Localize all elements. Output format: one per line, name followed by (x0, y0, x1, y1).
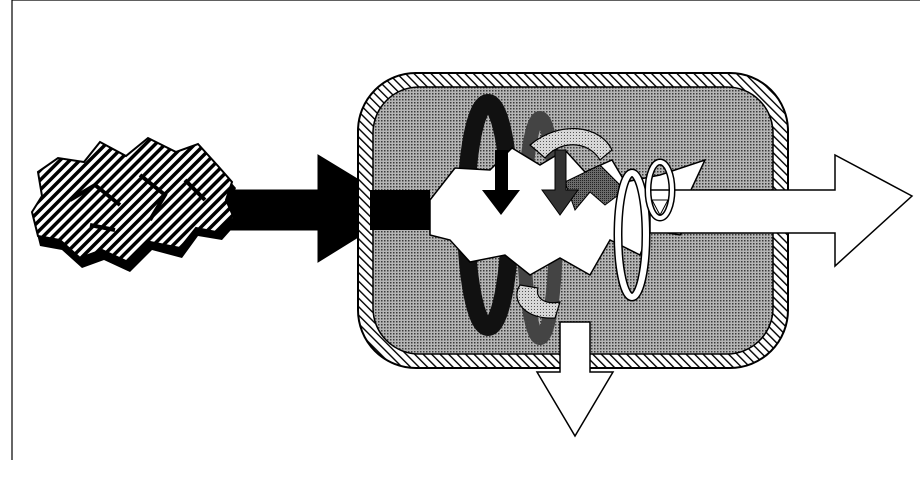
rotation-arrow-head (651, 199, 669, 217)
rotation-arrow-white-inner (615, 170, 649, 300)
rotation-ribbon-lower (516, 284, 561, 319)
rotation-arrow-white-small-inner (646, 160, 674, 220)
inner-down-arrow-2 (541, 149, 579, 216)
rock-texture (68, 173, 207, 232)
inner-down-arrow-1 (482, 150, 520, 215)
frame-line (11, 0, 920, 460)
inlet-channel (370, 190, 430, 230)
rock-mass (30, 136, 236, 264)
rotation-ribbon-mid (564, 164, 626, 211)
rotation-arrow-light (529, 127, 613, 161)
output-arrow-down (535, 321, 615, 438)
flow-notch-1 (489, 219, 527, 246)
flow-notch-2 (549, 219, 579, 246)
output-arrow-right (649, 153, 914, 268)
